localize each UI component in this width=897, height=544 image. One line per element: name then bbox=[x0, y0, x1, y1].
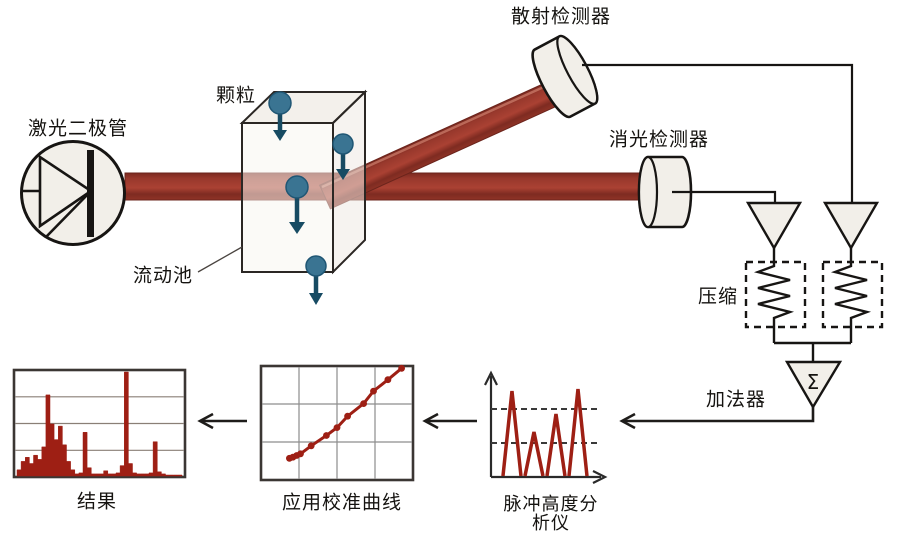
resistor-left bbox=[753, 248, 795, 343]
pulse-analyzer-label-line2: 析仪 bbox=[532, 513, 570, 533]
particles-label: 颗粒 bbox=[215, 85, 257, 107]
flow-cell-leader-line bbox=[197, 246, 243, 273]
particle-arrow bbox=[332, 133, 354, 180]
calibration-chart-frame bbox=[259, 364, 415, 482]
extinction-detector-label: 消光检测器 bbox=[608, 129, 710, 151]
laser-diode-symbol bbox=[20, 140, 126, 246]
arrow-calibration-to-results bbox=[197, 412, 247, 430]
pulse-chart-series bbox=[491, 388, 597, 477]
results-label: 结果 bbox=[76, 491, 118, 513]
particle-arrow bbox=[268, 91, 292, 141]
pulse-chart-axes bbox=[484, 370, 608, 484]
flow-arrows bbox=[197, 412, 477, 430]
pulse-analyzer-label-line1: 脉冲高度分 bbox=[503, 494, 599, 514]
particle-arrow bbox=[305, 255, 327, 305]
resistor-right bbox=[830, 248, 872, 343]
adder-output-arrow bbox=[619, 407, 815, 430]
calibration-label: 应用校准曲线 bbox=[281, 492, 403, 514]
scatter-detector-symbol bbox=[531, 34, 599, 119]
amplifier-right bbox=[822, 201, 880, 251]
particles-group bbox=[268, 91, 354, 305]
calibration-chart-series bbox=[286, 364, 405, 462]
particle-arrow bbox=[285, 175, 309, 234]
signal-wires bbox=[582, 63, 854, 203]
laser-diode-label: 激光二极管 bbox=[27, 118, 129, 140]
scatter-detector-label: 散射检测器 bbox=[510, 6, 612, 28]
compression-stage bbox=[744, 248, 884, 362]
adder-label: 加法器 bbox=[705, 389, 767, 411]
flow-cell-label: 流动池 bbox=[132, 265, 194, 287]
summing-junction-wires bbox=[774, 341, 851, 362]
amplifiers bbox=[745, 201, 880, 251]
extinction-detector-symbol bbox=[637, 155, 693, 229]
sigma-symbol: Σ bbox=[806, 370, 820, 394]
extinction-detector-wire bbox=[672, 190, 777, 203]
compression-label: 压缩 bbox=[697, 286, 739, 308]
compression-box-left bbox=[744, 260, 807, 329]
results-chart-series bbox=[16, 371, 183, 477]
compression-box-right bbox=[821, 260, 884, 329]
flow-cell bbox=[197, 89, 368, 275]
scatter-detector-wire bbox=[582, 63, 854, 203]
amplifier-left bbox=[745, 201, 803, 251]
adder-symbol bbox=[784, 360, 843, 410]
arrow-pulse-to-calibration bbox=[422, 412, 477, 430]
